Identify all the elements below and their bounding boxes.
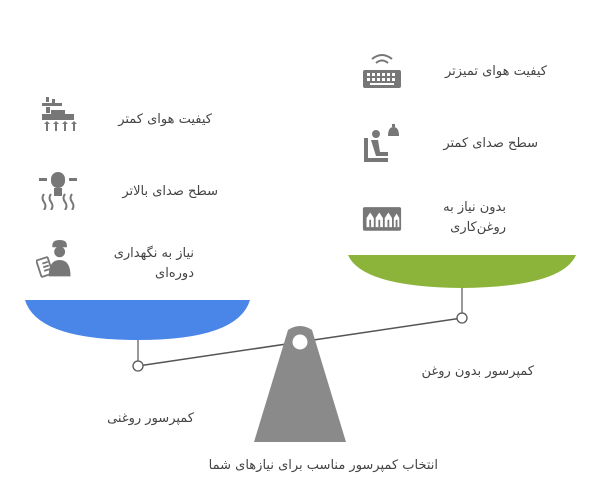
technician-maintenance-icon bbox=[36, 240, 71, 278]
right-side-label: کمپرسور بدون روغن bbox=[421, 364, 534, 379]
left-item-2-text: سطح صدای بالاتر bbox=[122, 184, 218, 199]
left-joint bbox=[132, 360, 144, 372]
fulcrum bbox=[254, 326, 346, 442]
factory-emissions-icon bbox=[42, 97, 77, 131]
right-pan bbox=[348, 255, 576, 288]
air-filter-icon bbox=[363, 54, 401, 88]
diagram-title: انتخاب کمپرسور مناسب برای نیازهای شما bbox=[208, 458, 438, 473]
left-item-1-text: کیفیت هوای کمتر bbox=[118, 112, 212, 127]
no-lubrication-icon bbox=[362, 207, 402, 231]
left-side-label: کمپرسور روغنی bbox=[107, 411, 194, 426]
right-item-3-text: بدون نیاز به روغن‌کاری bbox=[443, 200, 506, 235]
vibration-sound-icon bbox=[39, 172, 77, 210]
left-pan bbox=[25, 300, 250, 340]
right-joint bbox=[456, 312, 468, 324]
right-item-2-text: سطح صدای کمتر bbox=[443, 136, 538, 151]
fulcrum-pivot bbox=[292, 334, 308, 350]
left-item-3-text: نیاز به نگهداری دوره‌ای bbox=[113, 246, 194, 281]
quiet-person-bell-icon bbox=[364, 124, 399, 162]
right-item-1-text: کیفیت هوای تمیزتر bbox=[444, 64, 547, 79]
